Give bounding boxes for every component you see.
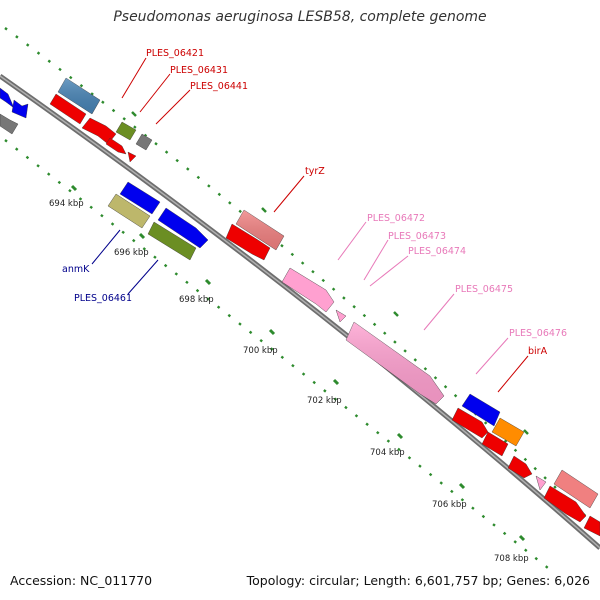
gene-blue-lower[interactable] [157, 207, 209, 249]
tick-698: 698 kbp [179, 278, 214, 305]
tick-696: 696 kbp [114, 232, 149, 258]
gene-salmon-right[interactable] [553, 469, 599, 509]
gene-left-gray[interactable] [0, 113, 19, 135]
gene-left-blue-2[interactable] [11, 99, 29, 119]
genome-backbone [0, 73, 600, 550]
tick-700: 700 kbp [243, 328, 278, 356]
gene-features [0, 77, 600, 537]
gene-left-blue[interactable] [0, 87, 15, 109]
label-ples-06441[interactable]: PLES_06441 [190, 81, 248, 92]
gene-pink-2[interactable] [335, 309, 347, 323]
gene-olive-small[interactable] [115, 121, 137, 141]
label-tyrz[interactable]: tyrZ [305, 166, 325, 177]
tick-704: 704 kbp [370, 432, 405, 458]
gene-red-arrow-small[interactable] [127, 151, 137, 163]
accession-text: Accession: NC_011770 [10, 573, 153, 588]
scale-ticks: 694 kbp 696 kbp 698 kbp 700 kbp 702 kbp … [49, 111, 529, 564]
label-ples-06431[interactable]: PLES_06431 [170, 65, 228, 76]
leader-lines [91, 57, 529, 393]
gene-red-tyr[interactable] [225, 223, 271, 261]
gene-red-c[interactable] [105, 137, 127, 155]
map-title: Pseudomonas aeruginosa LESB58, complete … [113, 9, 487, 25]
backbone-line [0, 73, 600, 550]
label-ples-06474[interactable]: PLES_06474 [408, 246, 466, 257]
gene-red-bira-2[interactable] [481, 431, 509, 457]
gene-gray-small[interactable] [135, 133, 153, 151]
tick-label-706: 706 kbp [432, 500, 467, 510]
gene-labels: PLES_06421 PLES_06431 PLES_06441 tyrZ PL… [62, 48, 567, 357]
label-ples-06473[interactable]: PLES_06473 [388, 231, 446, 242]
gene-olive-long[interactable] [147, 221, 197, 261]
tick-694: 694 kbp [49, 184, 84, 209]
genome-summary-text: Topology: circular; Length: 6,601,757 bp… [246, 573, 590, 588]
gene-red-a[interactable] [49, 93, 87, 125]
gene-pink-1[interactable] [281, 267, 335, 313]
label-bira[interactable]: birA [528, 346, 548, 357]
tick-label-702: 702 kbp [307, 396, 342, 406]
label-ples-06475[interactable]: PLES_06475 [455, 284, 513, 295]
gene-red-bira-1[interactable] [451, 407, 489, 439]
gene-blue-bira[interactable] [461, 393, 501, 427]
gene-pink-small[interactable] [535, 475, 547, 491]
tick-label-708: 708 kbp [494, 554, 529, 564]
tick-label-700: 700 kbp [243, 346, 278, 356]
gene-shading [58, 78, 444, 404]
gene-orange[interactable] [491, 417, 525, 447]
gene-red-bira-3[interactable] [507, 455, 533, 479]
gene-red-right-1[interactable] [543, 485, 587, 523]
label-anmk[interactable]: anmK [62, 264, 90, 275]
label-ples-06421[interactable]: PLES_06421 [146, 48, 204, 59]
tick-702: 702 kbp [307, 378, 342, 406]
tick-label-696: 696 kbp [114, 248, 149, 258]
tick-label-704: 704 kbp [370, 448, 405, 458]
tick-label-694: 694 kbp [49, 199, 84, 209]
label-ples-06472[interactable]: PLES_06472 [367, 213, 425, 224]
gene-khaki[interactable] [107, 193, 151, 229]
gene-blue-upper[interactable] [119, 181, 161, 215]
tick-708: 708 kbp [494, 534, 529, 564]
label-ples-06476[interactable]: PLES_06476 [509, 328, 567, 339]
label-ples-06461[interactable]: PLES_06461 [74, 293, 132, 304]
tick-706: 706 kbp [432, 482, 467, 510]
gene-red-right-2[interactable] [583, 515, 600, 537]
tick-label-698: 698 kbp [179, 295, 214, 305]
